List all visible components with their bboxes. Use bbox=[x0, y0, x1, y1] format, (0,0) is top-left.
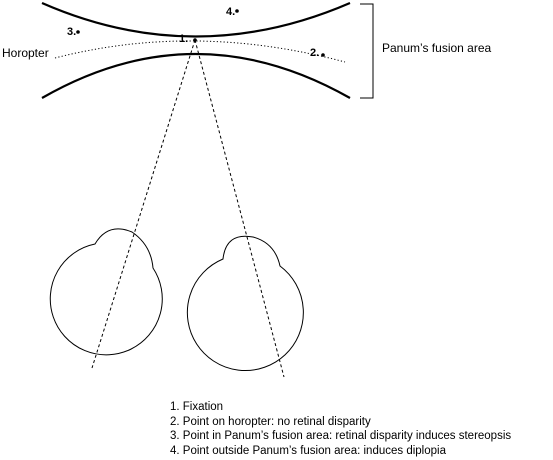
point-3-dot bbox=[76, 30, 80, 34]
legend-item-horopter: 2. Point on horopter: no retinal dispari… bbox=[170, 415, 371, 428]
point-4-dot bbox=[235, 9, 239, 13]
legend-item-outside-fusion-area: 4. Point outside Panum’s fusion area: in… bbox=[170, 444, 446, 457]
legend-item-fixation: 1. Fixation bbox=[170, 401, 224, 413]
point-3-number: 3. bbox=[67, 26, 76, 38]
right-eye-line-of-sight bbox=[194, 39, 285, 378]
left-eye bbox=[49, 228, 163, 356]
point-1-number: 1. bbox=[179, 33, 188, 45]
horopter-label: Horopter bbox=[2, 46, 49, 60]
legend-item-fusion-area: 3. Point in Panum’s fusion area: retinal… bbox=[170, 430, 512, 442]
point-2-number: 2. bbox=[310, 47, 319, 59]
fusion-area-upper-boundary bbox=[41, 1, 351, 38]
fusion-area-lower-boundary bbox=[41, 53, 351, 99]
right-eye bbox=[186, 235, 304, 372]
fusion-area-bracket bbox=[360, 3, 374, 99]
point-2-dot bbox=[321, 53, 325, 57]
left-eye-line-of-sight bbox=[91, 39, 196, 369]
legend-list: 1. Fixation 2. Point on horopter: no ret… bbox=[170, 400, 550, 458]
fusion-area-label: Panum’s fusion area bbox=[382, 41, 492, 55]
horopter-curve bbox=[54, 40, 346, 63]
point-4-number: 4. bbox=[226, 6, 235, 18]
